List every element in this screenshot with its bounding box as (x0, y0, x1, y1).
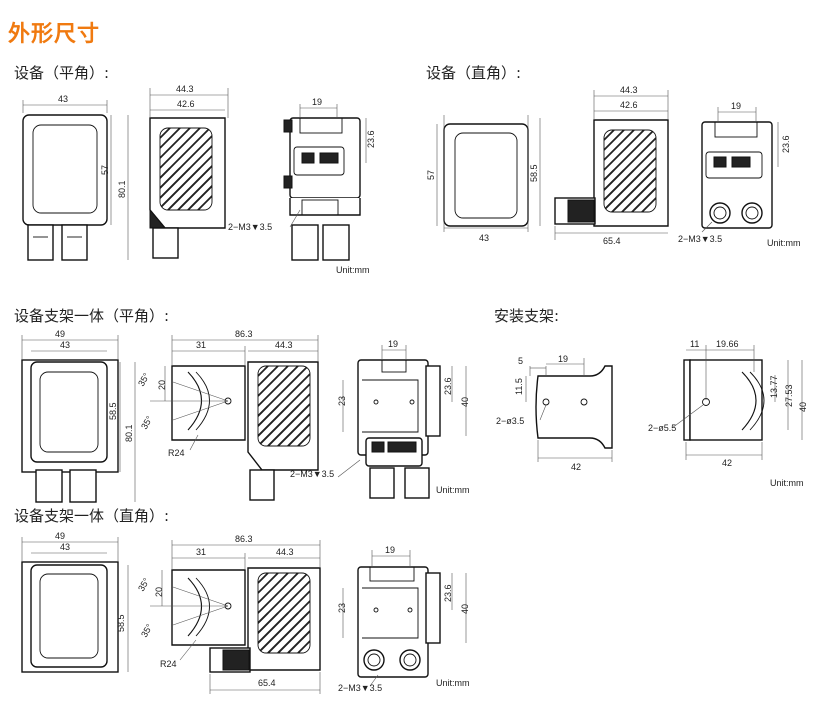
dim-width-19-66: 19.66 (716, 339, 739, 349)
drawing-right-front: 43 57 58.5 (426, 115, 541, 243)
dim-screw-m3-bracket: 2−M3▼3.5 (290, 469, 334, 479)
dim-height-58-5-bracket-right: 58.5 (116, 614, 126, 632)
section-title-right-angle: 设备（直角）: (426, 64, 522, 82)
dim-width-31: 31 (196, 340, 206, 350)
dim-width-44-3: 44.3 (176, 84, 194, 94)
dim-hole-5-5: 2−ø5.5 (648, 423, 676, 433)
dim-width-44-3-right: 44.3 (620, 85, 638, 95)
page-title: 外形尺寸 (8, 22, 101, 47)
dim-width-43-right: 43 (479, 233, 489, 243)
dim-hole-3-5: 2−ø3.5 (496, 416, 524, 426)
dim-width-42-mount: 42 (722, 458, 732, 468)
dim-width-86-3-right: 86.3 (235, 534, 253, 544)
dim-angle-35-top-right: 35° (136, 576, 152, 593)
dim-width-19-mount: 19 (558, 354, 568, 364)
dim-width-42: 42 (571, 462, 581, 472)
drawing-flat-side: 44.3 42.6 (149, 84, 229, 259)
dim-width-11: 11 (690, 339, 699, 349)
dim-width-19-right: 19 (731, 101, 741, 111)
drawing-mount-top: 5 19 11.5 2−ø3.5 42 (496, 354, 613, 472)
drawing-bracket-right-back: 19 23 23.6 40 2−M3▼3.5 (337, 545, 470, 693)
drawing-flat-back: 19 23.6 2−M3▼3.5 (228, 97, 376, 261)
dim-height-80-1-bracket: 80.1 (124, 424, 134, 442)
dim-height-11-5: 11.5 (514, 378, 524, 395)
dim-height-80-1: 80.1 (117, 180, 127, 198)
dim-width-19: 19 (312, 97, 322, 107)
dim-height-40-right: 40 (460, 604, 470, 614)
dim-height-23: 23 (337, 396, 347, 406)
dim-width-65-4-bracket: 65.4 (258, 678, 276, 688)
dim-width-42-6-right: 42.6 (620, 100, 638, 110)
drawing-bracket-flat-front: 49 43 58.5 80.1 (21, 329, 136, 503)
unit-label-mount: Unit:mm (770, 478, 804, 488)
dim-radius-r24-right: R24 (160, 659, 177, 669)
dim-angle-35-top: 35° (136, 371, 152, 388)
drawing-bracket-right-side: 35° 35° 20 R24 86.3 31 44.3 65.4 (136, 534, 321, 694)
drawing-bracket-right-front: 49 43 58.5 (21, 531, 129, 673)
dim-radius-r24: R24 (168, 448, 185, 458)
dim-screw-m3: 2−M3▼3.5 (228, 222, 272, 232)
drawing-bracket-flat-back: 19 23 23.6 40 2−M3▼3.5 (290, 339, 470, 499)
dim-width-5: 5 (518, 356, 523, 366)
dim-width-49: 49 (55, 329, 65, 339)
drawing-right-side: 44.3 42.6 65.4 (554, 85, 669, 246)
dim-angle-35-bottom: 35° (139, 414, 155, 431)
dim-width-44-3-bracket: 44.3 (275, 340, 293, 350)
section-title-flat: 设备（平角）: (14, 64, 110, 82)
drawing-right-back: 19 23.6 2−M3▼3.5 (678, 101, 791, 244)
dim-height-20-right: 20 (154, 587, 164, 597)
dim-height-23-right: 23 (337, 603, 347, 613)
dim-width-31-right: 31 (196, 547, 206, 557)
dim-height-23-6: 23.6 (366, 130, 376, 148)
drawing-mount-side: 11 19.66 13.77 27.53 40 2−ø5.5 42 (648, 339, 808, 468)
unit-label-flat: Unit:mm (336, 265, 370, 275)
dim-width-44-3-bracket-right: 44.3 (276, 547, 294, 557)
dim-height-58-5-bracket: 58.5 (108, 402, 118, 420)
dim-height-40-mount: 40 (798, 402, 808, 412)
dim-height-57: 57 (100, 165, 110, 175)
dim-width-43: 43 (58, 94, 68, 104)
dim-width-43-bracket-right: 43 (60, 542, 70, 552)
dim-width-19-bracket-right: 19 (385, 545, 395, 555)
section-title-bracket-flat: 设备支架一体（平角）: (14, 307, 170, 325)
dim-height-20: 20 (157, 380, 167, 390)
drawing-flat-front: 43 57 80.1 (22, 94, 129, 261)
dim-width-42-6: 42.6 (177, 99, 195, 109)
dim-width-65-4: 65.4 (603, 236, 621, 246)
section-title-mount: 安装支架: (494, 307, 560, 325)
dim-width-19-bracket: 19 (388, 339, 398, 349)
dim-height-27-53: 27.53 (784, 384, 794, 407)
dim-width-43-bracket: 43 (60, 340, 70, 350)
unit-label-bracket-right: Unit:mm (436, 678, 470, 688)
dim-height-57-right: 57 (426, 170, 436, 180)
dim-height-23-6-bracket-right: 23.6 (443, 584, 453, 602)
section-title-bracket-right: 设备支架一体（直角）: (14, 507, 170, 525)
dim-screw-m3-right: 2−M3▼3.5 (678, 234, 722, 244)
dim-height-40: 40 (460, 397, 470, 407)
dim-angle-35-bottom-right: 35° (139, 622, 155, 639)
dim-height-58-5: 58.5 (529, 164, 539, 182)
dim-height-23-6-bracket: 23.6 (443, 377, 453, 395)
unit-label-right: Unit:mm (767, 238, 801, 248)
dim-width-86-3: 86.3 (235, 329, 253, 339)
unit-label-bracket-flat: Unit:mm (436, 485, 470, 495)
dim-screw-m3-bracket-right: 2−M3▼3.5 (338, 683, 382, 693)
dim-width-49-right: 49 (55, 531, 65, 541)
dim-height-23-6-right: 23.6 (781, 135, 791, 153)
dim-height-13-77: 13.77 (769, 375, 779, 398)
drawing-bracket-flat-side: 35° 35° 20 R24 86.3 31 44.3 (136, 329, 319, 501)
